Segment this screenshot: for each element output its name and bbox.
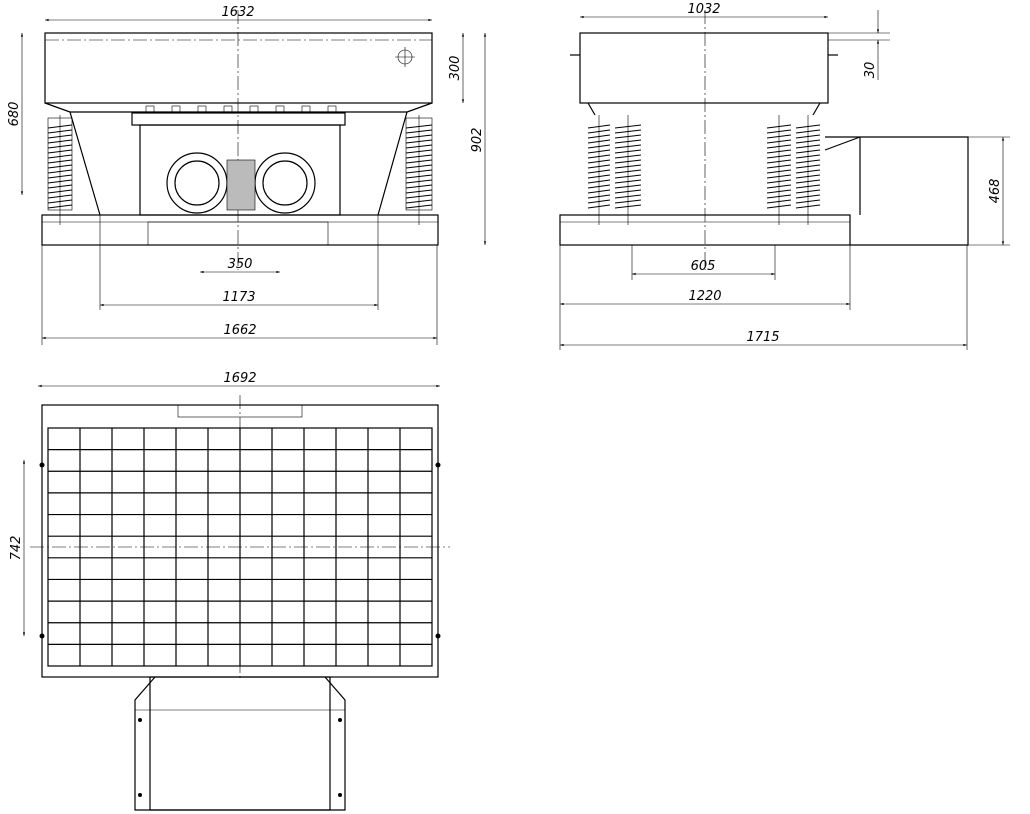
dim-680: 680 — [7, 102, 22, 127]
front-view-dimensions: 1632 680 300 902 350 1173 1662 — [7, 5, 487, 345]
bolt-icon — [171, 105, 181, 114]
spring-coil — [587, 115, 611, 225]
spring-coil — [766, 115, 792, 225]
dim-1692: 1692 — [223, 371, 256, 386]
vibrating-box-side — [579, 32, 829, 104]
spring-coil — [47, 115, 73, 225]
spring-right — [405, 115, 433, 225]
motor-right — [254, 152, 316, 214]
bolt-icon — [197, 105, 207, 114]
base-frame — [41, 214, 439, 246]
dim-1032: 1032 — [687, 2, 720, 17]
dim-1662: 1662 — [223, 323, 256, 338]
discharge-chute-plan — [134, 676, 346, 811]
bolt-icon — [223, 105, 233, 114]
motor-left — [166, 152, 228, 214]
dim-902: 902 — [470, 128, 485, 153]
dim-1220: 1220 — [688, 289, 721, 304]
dim-300: 300 — [448, 56, 463, 81]
bolt-icon — [327, 105, 337, 114]
spring-coil — [405, 115, 433, 225]
dim-1715: 1715 — [746, 330, 779, 345]
base-frame-side — [559, 214, 851, 246]
bolt-icon — [249, 105, 259, 114]
spring-coil — [795, 115, 821, 225]
front-view — [41, 10, 439, 270]
dim-1173: 1173 — [222, 290, 255, 305]
bolt-icon — [275, 105, 285, 114]
bolt-icon — [301, 105, 311, 114]
plan-view — [30, 395, 450, 811]
dim-605: 605 — [691, 259, 716, 274]
spring-right-pair — [766, 115, 821, 225]
dim-468: 468 — [988, 179, 1003, 204]
discharge-chute — [824, 136, 969, 246]
side-view — [559, 10, 969, 270]
bolt-icon — [145, 105, 155, 114]
dim-1632: 1632 — [221, 5, 254, 20]
spring-left-pair — [587, 115, 642, 225]
dim-350: 350 — [228, 257, 253, 272]
spring-coil — [614, 115, 642, 225]
side-view-dimensions: 1032 30 468 605 1220 1715 — [559, 2, 1010, 350]
dim-742: 742 — [9, 536, 24, 561]
dim-30: 30 — [863, 62, 878, 79]
vibrating-box — [44, 32, 433, 104]
spring-left — [47, 115, 73, 225]
plan-view-dimensions: 1692 742 — [9, 371, 441, 636]
